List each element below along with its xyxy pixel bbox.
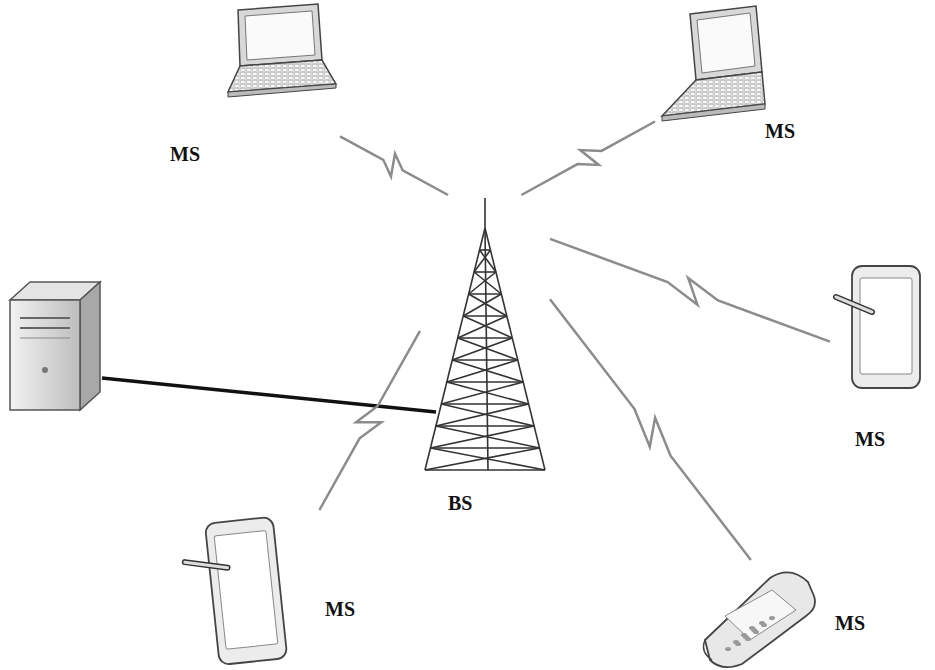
server-icon bbox=[10, 282, 100, 410]
tower-icon bbox=[425, 198, 545, 470]
phone-icon bbox=[704, 572, 815, 667]
station-label: MS bbox=[765, 120, 795, 143]
base-station: BS bbox=[420, 195, 550, 520]
laptop-icon bbox=[228, 4, 336, 97]
station-label: MS bbox=[835, 612, 865, 635]
mobile-station: MS bbox=[180, 510, 370, 668]
tablet-icon bbox=[836, 266, 920, 388]
wired-link bbox=[102, 378, 436, 412]
wireless-link bbox=[521, 122, 655, 196]
mobile-station: MS bbox=[160, 5, 340, 170]
wireless-link bbox=[550, 239, 830, 342]
mobile-station: MS bbox=[695, 560, 890, 668]
station-label: MS bbox=[325, 598, 355, 621]
wireless-link bbox=[319, 331, 420, 510]
mobile-station: MS bbox=[655, 5, 815, 150]
tablet-icon bbox=[181, 517, 287, 668]
station-label: BS bbox=[448, 492, 472, 515]
station-label: MS bbox=[855, 428, 885, 451]
station-label: MS bbox=[170, 143, 200, 166]
wireless-link bbox=[550, 299, 751, 560]
laptop-icon bbox=[662, 6, 765, 121]
wireless-link bbox=[340, 136, 448, 195]
mobile-station: MS bbox=[830, 260, 930, 460]
